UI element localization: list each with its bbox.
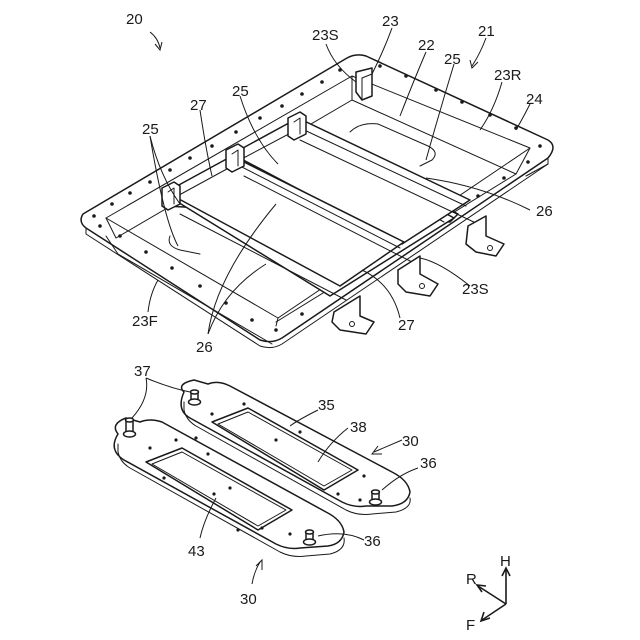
axis-label-r: R [466, 571, 477, 588]
label-21: 21 [478, 23, 495, 40]
label-26-lower: 26 [196, 339, 213, 356]
beam-bracket-3 [162, 182, 180, 210]
label-43: 43 [188, 543, 205, 560]
label-25-top-right: 25 [444, 51, 461, 68]
label-23s-upper: 23S [312, 27, 339, 44]
label-25-left: 25 [142, 121, 159, 138]
label-30-right: 30 [402, 433, 419, 450]
label-23: 23 [382, 13, 399, 30]
pin-37-left [124, 418, 136, 437]
rear-center-bracket [356, 68, 372, 100]
label-26-right: 26 [536, 203, 553, 220]
pin-37-top [189, 390, 201, 405]
module-assembly [114, 380, 410, 557]
direction-axes [477, 568, 510, 621]
label-36-bottom: 36 [364, 533, 381, 550]
label-35: 35 [318, 397, 335, 414]
axis-label-h: H [500, 553, 511, 570]
label-30-bottom: 30 [240, 591, 257, 608]
mount-leg-3 [466, 216, 504, 256]
pin-36-right [370, 490, 382, 505]
label-27-lower: 27 [398, 317, 415, 334]
label-38: 38 [350, 419, 367, 436]
axis-label-f: F [466, 617, 475, 634]
label-23r: 23R [494, 67, 522, 84]
label-24: 24 [526, 91, 543, 108]
label-23s-lower: 23S [462, 281, 489, 298]
label-23f: 23F [132, 313, 158, 330]
pin-36-bottom [304, 530, 316, 545]
mount-leg-1 [332, 296, 374, 334]
beam-bracket-1 [288, 112, 306, 140]
label-22: 22 [418, 37, 435, 54]
label-36-right: 36 [420, 455, 437, 472]
beam-bracket-2 [226, 144, 244, 172]
label-37: 37 [134, 363, 151, 380]
battery-tray [81, 55, 553, 348]
label-25-top-left: 25 [232, 83, 249, 100]
label-20: 20 [126, 11, 143, 28]
label-27-upper: 27 [190, 97, 207, 114]
